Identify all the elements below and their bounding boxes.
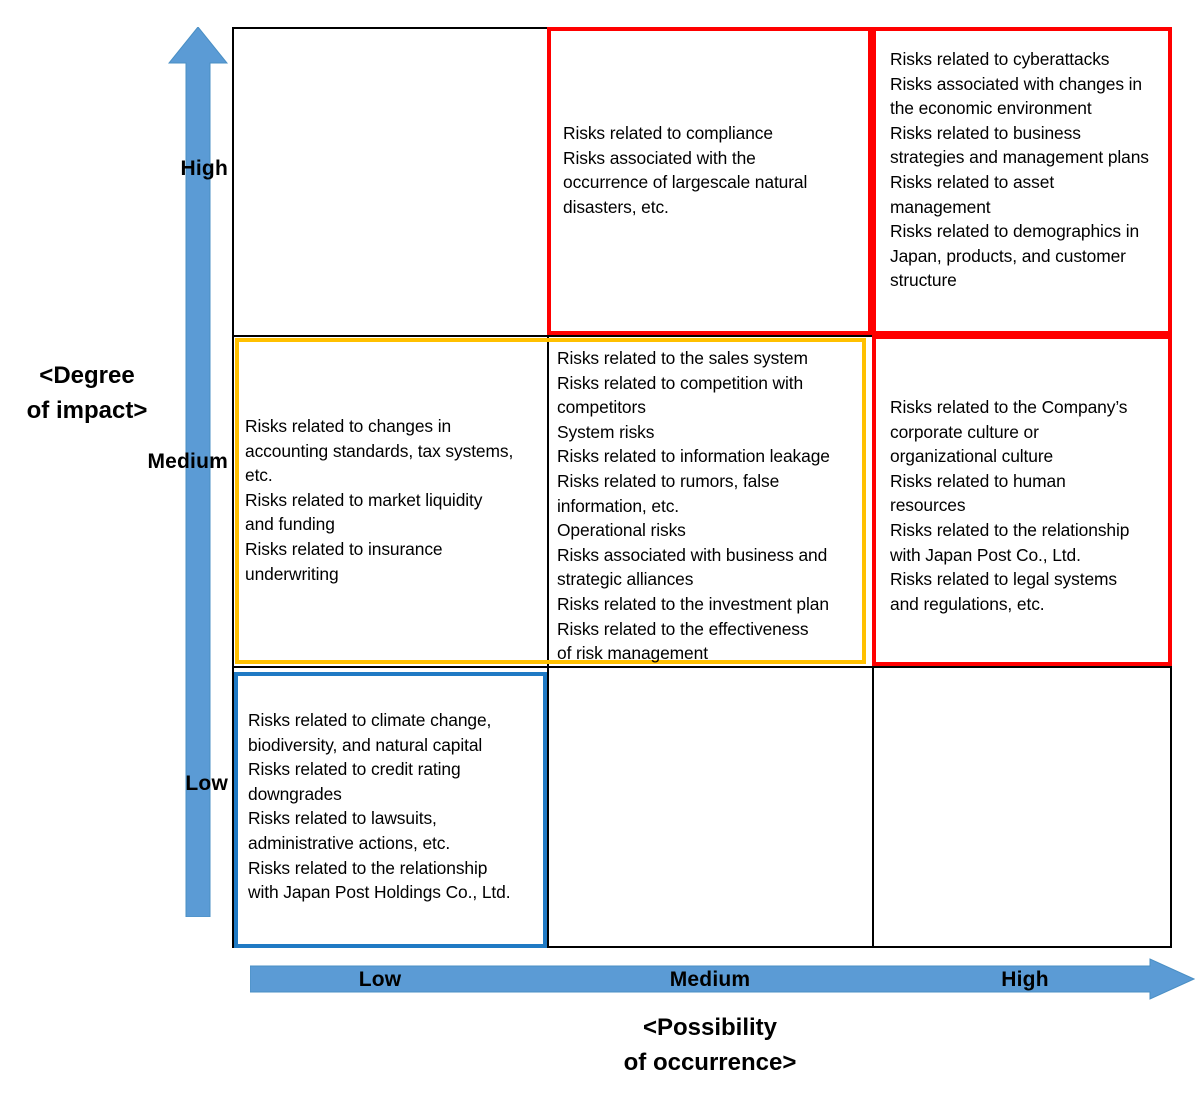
y-axis-title: <Degree of impact> [26, 362, 148, 424]
y-axis-arrow-icon [168, 27, 228, 917]
x-axis-tick-medium: Medium [669, 968, 751, 991]
cell-medium-impact-high-probability-text: Risks related to the Company’s corporate… [890, 397, 1130, 614]
cell-low-impact-low-probability-text: Risks related to climate change, biodive… [248, 710, 511, 903]
cell-high-impact-medium-probability-text: Risks related to compliance Risks associ… [563, 123, 808, 217]
x-axis-tick-low: Low [358, 968, 402, 991]
cell-high-impact-high-probability: Risks related to cyberattacks Risks asso… [872, 27, 1172, 335]
x-axis-arrow-icon [250, 958, 1195, 1000]
grid-vertical-divider-1 [547, 27, 549, 948]
cell-medium-impact-low-probability-text: Risks related to changes in accounting s… [245, 416, 514, 584]
cell-medium-impact-low-probability: Risks related to changes in accounting s… [237, 414, 549, 586]
y-axis-tick-medium: Medium [147, 450, 228, 473]
grid-horizontal-divider-1 [232, 335, 1172, 337]
x-axis-title: <Possibility of occurrence> [623, 1014, 797, 1076]
cell-low-impact-low-probability: Risks related to climate change, biodive… [234, 672, 547, 948]
cell-high-impact-high-probability-text: Risks related to cyberattacks Risks asso… [890, 49, 1149, 291]
x-axis-tick-high: High [1001, 968, 1049, 991]
cell-medium-impact-medium-probability: Risks related to the sales system Risks … [547, 342, 872, 666]
grid-horizontal-divider-2 [232, 666, 1172, 668]
cell-high-impact-medium-probability: Risks related to compliance Risks associ… [547, 27, 872, 335]
cell-medium-impact-medium-probability-text: Risks related to the sales system Risks … [557, 348, 830, 664]
cell-medium-impact-high-probability: Risks related to the Company’s corporate… [872, 335, 1172, 666]
y-axis-tick-low: Low [185, 772, 228, 795]
y-axis-tick-high: High [180, 157, 228, 180]
cell-medium-impact-band [235, 338, 866, 664]
